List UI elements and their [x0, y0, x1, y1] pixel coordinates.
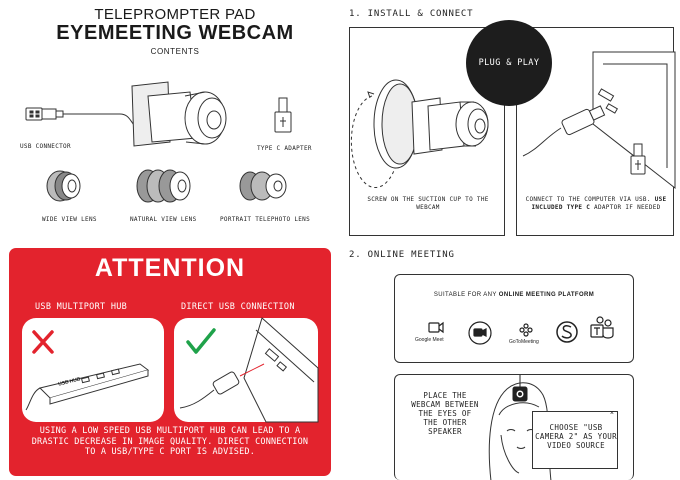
- check-icon: [186, 328, 216, 354]
- usb-connector-label: USB CONNECTOR: [20, 143, 71, 150]
- suitable-text-pre: SUITABLE FOR ANY: [433, 292, 497, 298]
- connect-instruction-text: CONNECT TO THE COMPUTER VIA USB.: [525, 196, 651, 203]
- zoom-icon: [468, 321, 492, 345]
- install-heading: 1. INSTALL & CONNECT: [349, 9, 474, 19]
- google-meet-icon: [428, 321, 444, 334]
- attention-box: ATTENTION USB MULTIPORT HUB DIRECT USB C…: [9, 248, 331, 476]
- platforms-panel: SUITABLE FOR ANY ONLINE MEETING PLATFORM: [394, 274, 634, 363]
- page-title: EYEMEETING WEBCAM: [56, 22, 294, 44]
- direct-panel: [174, 317, 319, 423]
- suction-panel: SCREW ON THE SUCTION CUP TO THE WEBCAM: [349, 27, 505, 236]
- video-source-dialog: × CHOOSE "USB CAMERA 2" AS YOUR VIDEO SO…: [532, 410, 618, 469]
- attention-title: ATTENTION: [94, 254, 246, 282]
- gotomeeting-icon: [519, 323, 533, 337]
- suction-instruction: SCREW ON THE SUCTION CUP TO THE WEBCAM: [367, 196, 489, 211]
- cross-icon: [32, 330, 54, 354]
- teams-icon: [590, 316, 614, 339]
- hub-panel: USB HUB: [22, 318, 164, 422]
- connect-instruction: CONNECT TO THE COMPUTER VIA USB. USE INC…: [523, 196, 669, 212]
- attention-note: USING A LOW SPEED USB MULTIPORT HUB CAN …: [31, 426, 309, 457]
- contents-heading: CONTENTS: [150, 47, 200, 56]
- place-note: PLACE THE WEBCAM BETWEEN THE EYES OF THE…: [411, 391, 479, 436]
- type-c-adapter-label: TYPE C ADAPTER: [257, 145, 312, 152]
- meeting-screen-panel: PLACE THE WEBCAM BETWEEN THE EYES OF THE…: [394, 374, 634, 480]
- natural-lens-label: NATURAL VIEW LENS: [130, 216, 197, 223]
- plug-and-play-badge: PLUG & PLAY: [466, 20, 552, 106]
- connect-instruction-end: ADAPTOR IF NEEDED: [594, 204, 661, 211]
- dialog-close-icon[interactable]: ×: [609, 410, 614, 417]
- direct-label: DIRECT USB CONNECTION: [181, 302, 295, 312]
- skype-icon: [556, 321, 578, 343]
- hub-label: USB MULTIPORT HUB: [35, 302, 128, 312]
- meeting-heading: 2. ONLINE MEETING: [349, 250, 455, 260]
- choose-note: CHOOSE "USB CAMERA 2" AS YOUR VIDEO SOUR…: [535, 423, 617, 450]
- connect-instruction-bold: USE INCLUDED TYPE C: [531, 196, 667, 211]
- suitable-text: SUITABLE FOR ANY ONLINE MEETING PLATFORM: [395, 292, 633, 298]
- wide-lens-label: WIDE VIEW LENS: [42, 216, 97, 223]
- google-meet-label: Google Meet: [415, 337, 444, 343]
- portrait-lens-label: PORTRAIT TELEPHOTO LENS: [220, 216, 310, 223]
- gotomeeting-label: GoToMeeting: [509, 339, 539, 345]
- mini-webcam-icon: [512, 375, 528, 402]
- suitable-text-bold: ONLINE MEETING PLATFORM: [498, 292, 595, 298]
- title-top: TELEPROMPTER PAD: [94, 6, 256, 23]
